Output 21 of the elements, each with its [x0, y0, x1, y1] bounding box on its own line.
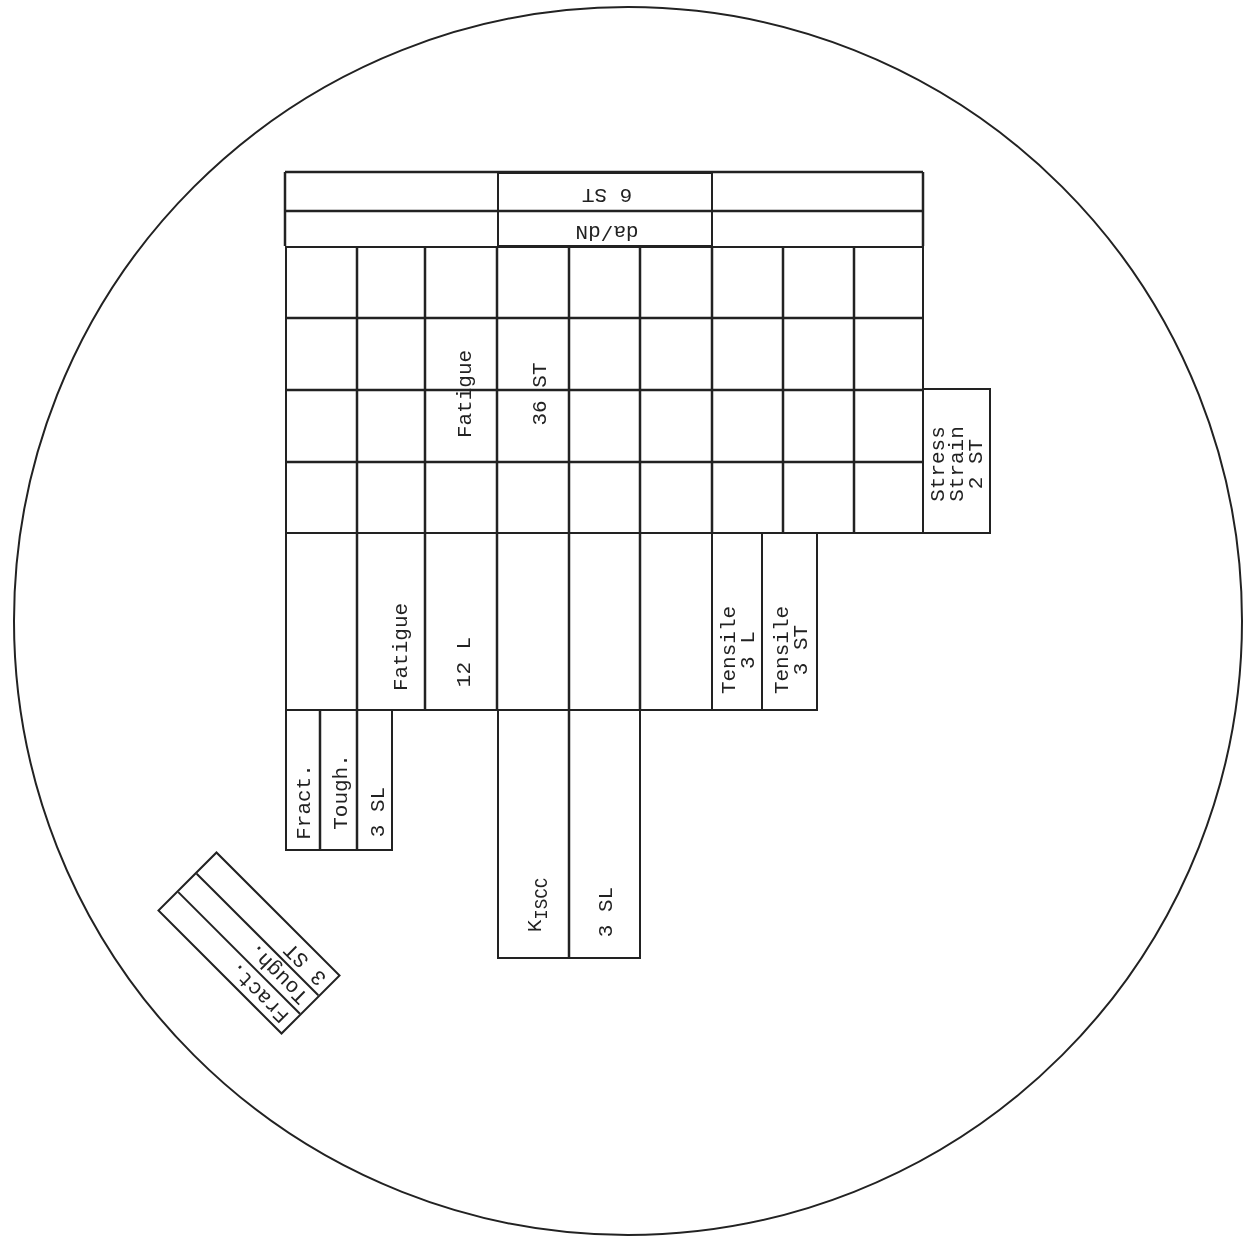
specimen-label: Fatigue	[455, 349, 475, 439]
specimen-block	[761, 532, 818, 711]
specimen-label: 6 ST	[581, 184, 633, 204]
specimen-block	[157, 851, 341, 1035]
specimen-block	[497, 709, 641, 959]
specimen-block	[922, 388, 991, 534]
specimen-block	[285, 709, 393, 851]
specimen-block	[285, 246, 924, 534]
specimen-label: 3 SL	[368, 786, 388, 838]
specimen-block	[497, 172, 713, 247]
specimen-label: Tensile 3 L	[720, 604, 758, 696]
specimen-label: Stress Strain 2 ST	[928, 425, 986, 504]
specimen-label: Fatigue	[391, 602, 411, 692]
specimen-label: Fract.	[294, 764, 314, 840]
specimen-label: 3 SL	[596, 886, 616, 938]
specimen-label: Tough.	[331, 754, 351, 830]
specimen-label: da/dN	[575, 221, 639, 241]
specimen-label: 12 L	[454, 636, 474, 688]
specimen-label: 36 ST	[530, 362, 550, 426]
specimen-label: Tensile 3 ST	[773, 604, 811, 696]
specimen-block	[285, 532, 713, 711]
